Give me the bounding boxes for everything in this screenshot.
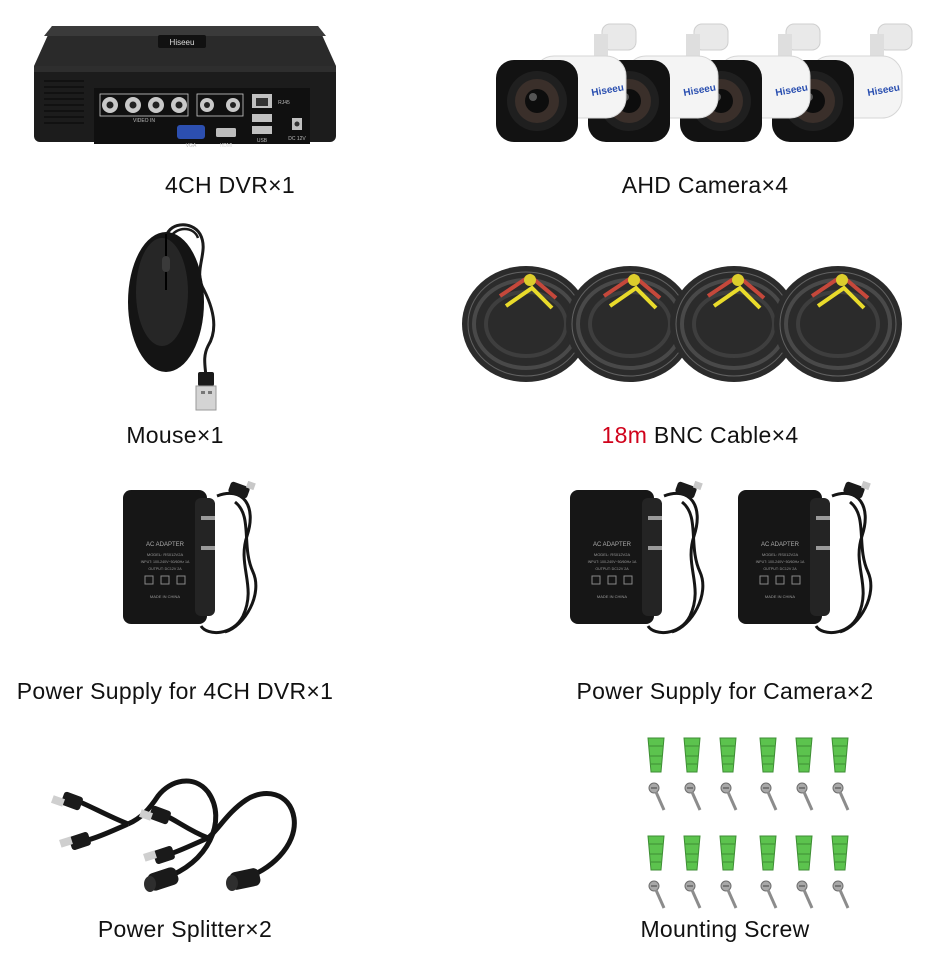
svg-text:AC ADAPTER: AC ADAPTER	[593, 542, 632, 548]
dvr-rj45-label: RJ45	[278, 100, 290, 106]
wall-anchor-icon	[831, 835, 849, 871]
svg-text:MADE IN CHINA: MADE IN CHINA	[765, 594, 796, 599]
svg-text:OUTPUT: DC12V 2A: OUTPUT: DC12V 2A	[595, 567, 629, 571]
screw-icon	[832, 782, 850, 811]
bullet-camera-icon: Hiseeu	[496, 23, 637, 142]
svg-text:MADE IN CHINA: MADE IN CHINA	[150, 594, 181, 599]
dvr-hdmi-label: HDMI	[220, 143, 233, 149]
cable-length-highlight: 18m	[601, 422, 648, 448]
wall-anchor-icon	[759, 835, 777, 871]
screw-icon	[684, 782, 702, 811]
svg-text:OUTPUT: DC12V 2A: OUTPUT: DC12V 2A	[763, 567, 797, 571]
mouse-caption: Mouse×1	[126, 422, 224, 448]
svg-text:INPUT: 100-240V~50/60Hz 1A: INPUT: 100-240V~50/60Hz 1A	[756, 560, 805, 564]
screw-icon	[760, 782, 778, 811]
screw-icon	[760, 880, 778, 909]
svg-text:MADE IN CHINA: MADE IN CHINA	[597, 594, 628, 599]
svg-text:MODEL: RS012V2A: MODEL: RS012V2A	[594, 552, 631, 557]
bnc-cable-coil-icon	[670, 266, 798, 382]
item-screw: Mounting Screw	[500, 720, 950, 956]
screw-icon	[684, 880, 702, 909]
screw-caption: Mounting Screw	[640, 916, 810, 942]
usb-mouse-icon	[122, 220, 232, 415]
bnc-cable-coil-icon	[774, 266, 902, 382]
bnc-cable-coil-icon	[566, 266, 694, 382]
wall-anchor-icon	[795, 835, 813, 871]
dvr-recorder-icon: Hiseeu VIDEO IN	[30, 8, 340, 149]
bullet-camera-icon: Hiseeu	[680, 23, 821, 142]
wall-anchor-icon	[719, 737, 737, 773]
screw-icon	[796, 782, 814, 811]
item-dvr: Hiseeu VIDEO IN	[0, 0, 460, 210]
dvr-dc-label: DC 12V	[288, 136, 306, 142]
camera-caption: AHD Camera×4	[621, 172, 789, 198]
svg-text:MODEL: RS012V2A: MODEL: RS012V2A	[762, 552, 799, 557]
power-splitter-cable-icon	[50, 760, 308, 900]
screw-icon	[796, 880, 814, 909]
ac-adapter-icon: AC ADAPTER MODEL: RS012V2A INPUT: 100-240V…	[112, 476, 272, 646]
wall-anchor-icon	[683, 835, 701, 871]
item-mouse: Mouse×1	[0, 210, 350, 460]
dvr-vga-label: VGA	[186, 143, 197, 149]
splitter-caption: Power Splitter×2	[97, 916, 273, 942]
screws-and-anchors-icon	[646, 734, 876, 914]
item-splitter: Power Splitter×2	[0, 720, 370, 956]
dvr-brand-label: Hiseeu	[170, 38, 195, 47]
wall-anchor-icon	[831, 737, 849, 773]
svg-text:MODEL: RS012V2A: MODEL: RS012V2A	[147, 552, 184, 557]
wall-anchor-icon	[795, 737, 813, 773]
screw-icon	[720, 782, 738, 811]
svg-text:INPUT: 100-240V~50/60Hz 1A: INPUT: 100-240V~50/60Hz 1A	[588, 560, 637, 564]
item-psu-camera: AC ADAPTER MODEL: RS012V2A INPUT: 100-240V…	[500, 460, 950, 720]
svg-text:AC ADAPTER: AC ADAPTER	[146, 542, 185, 548]
screw-icon	[648, 782, 666, 811]
item-cable: 18m BNC Cable×4	[450, 210, 950, 460]
screw-icon	[648, 880, 666, 909]
dvr-video-in-label: VIDEO IN	[133, 118, 155, 124]
cable-group	[460, 236, 902, 396]
dvr-usb-label: USB	[257, 138, 268, 144]
wall-anchor-icon	[719, 835, 737, 871]
wall-anchor-icon	[647, 835, 665, 871]
screw-icon	[832, 880, 850, 909]
wall-anchor-icon	[759, 737, 777, 773]
svg-text:OUTPUT: DC12V 2A: OUTPUT: DC12V 2A	[148, 567, 182, 571]
ac-adapter-icon: AC ADAPTER MODEL: RS012V2A INPUT: 100-240V…	[732, 476, 882, 646]
svg-text:AC ADAPTER: AC ADAPTER	[761, 542, 800, 548]
wall-anchor-icon	[683, 737, 701, 773]
screw-icon	[720, 880, 738, 909]
item-psu-dvr: AC ADAPTER MODEL: RS012V2A INPUT: 100-240V…	[0, 460, 350, 720]
dvr-caption: 4CH DVR×1	[165, 172, 295, 198]
cable-caption: 18m BNC Cable×4	[601, 422, 799, 448]
ac-adapter-icon: AC ADAPTER MODEL: RS012V2A INPUT: 100-240V…	[564, 476, 714, 646]
psu-dvr-caption: Power Supply for 4CH DVR×1	[16, 678, 334, 704]
wall-anchor-icon	[647, 737, 665, 773]
svg-text:INPUT: 100-240V~50/60Hz 1A: INPUT: 100-240V~50/60Hz 1A	[141, 560, 190, 564]
bnc-cable-coil-icon	[462, 266, 590, 382]
psu-camera-caption: Power Supply for Camera×2	[576, 678, 874, 704]
